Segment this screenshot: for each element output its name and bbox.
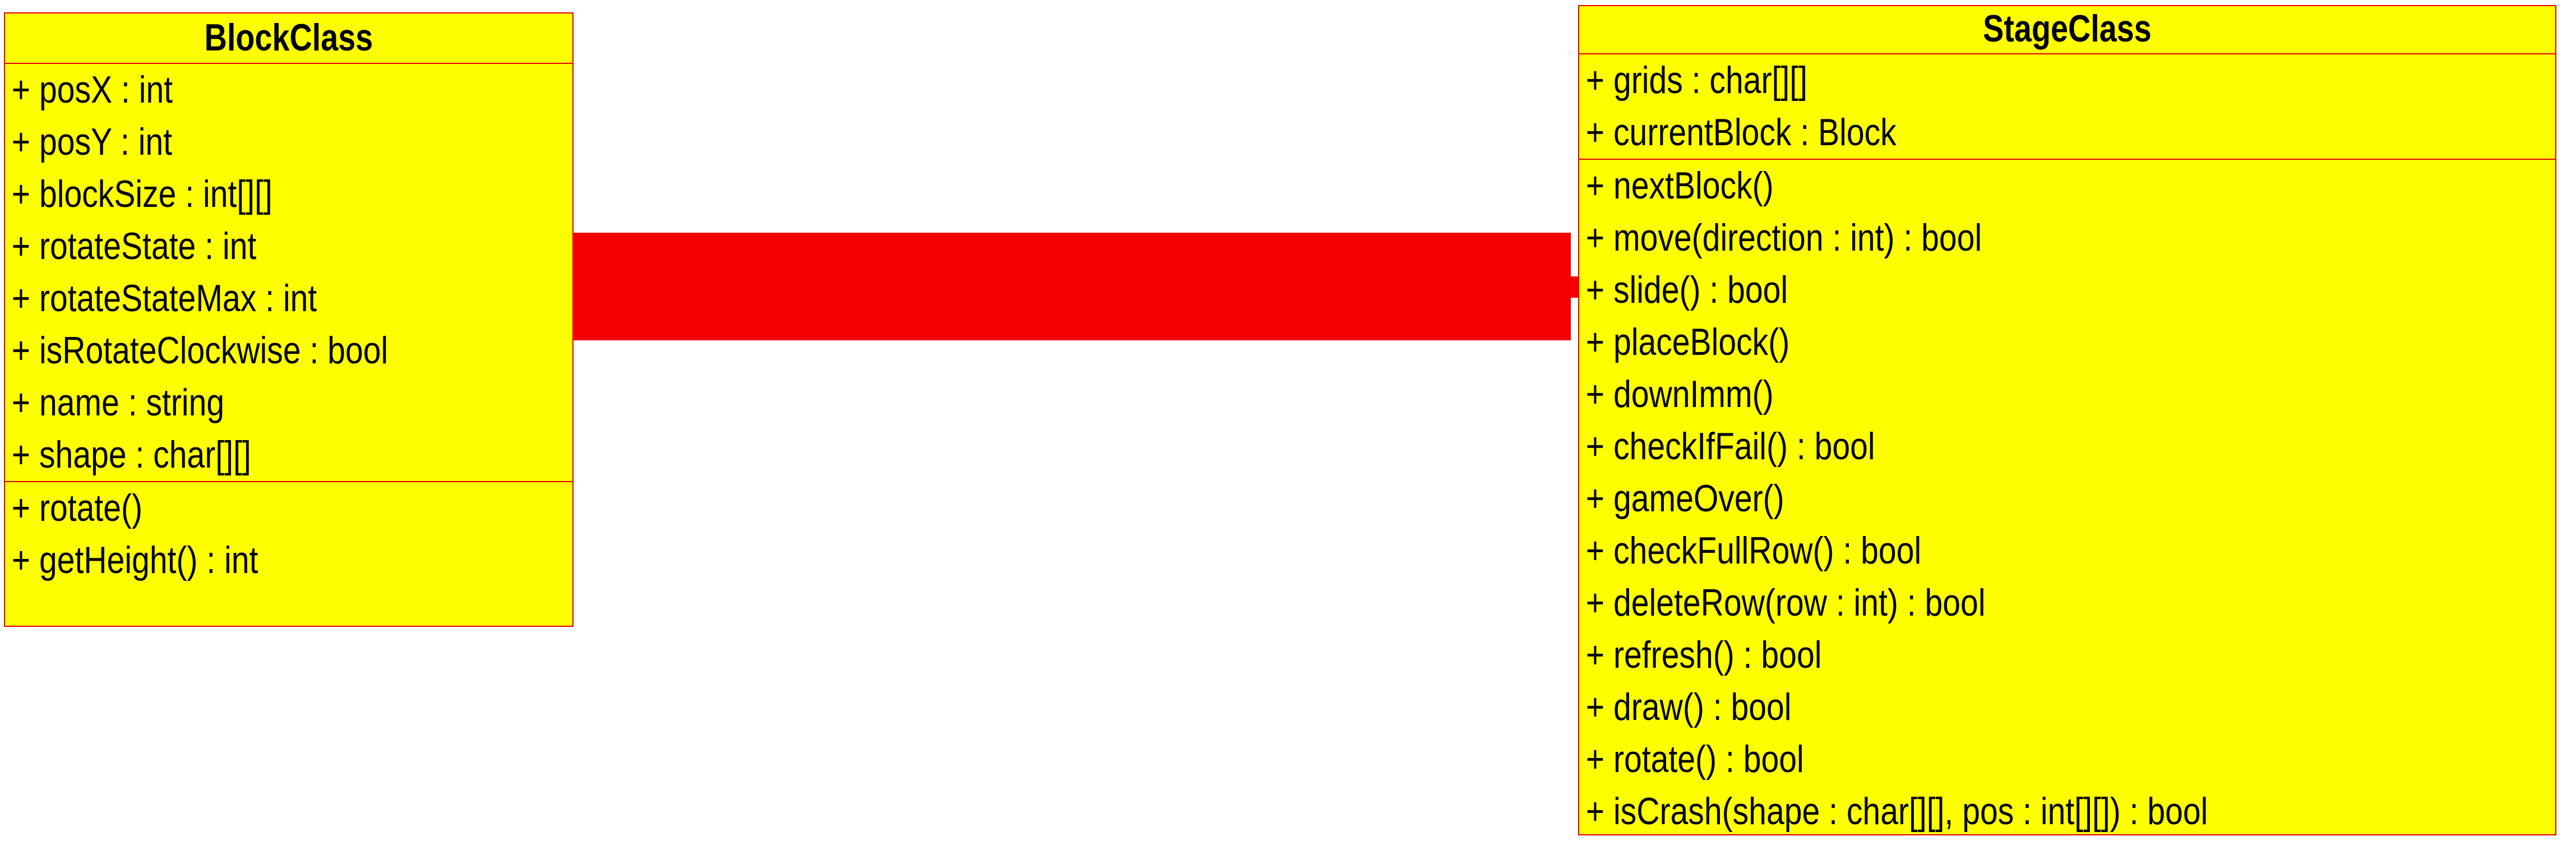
method-row: + refresh() : bool [1585,634,1822,676]
association-connector[interactable] [572,233,1571,340]
attributes-compartment-blockclass: + posX : int + posY : int + blockSize : … [5,64,572,481]
method-row: + draw() : bool [1585,686,1792,728]
class-divider-title-attributes [5,63,572,64]
class-divider-attributes-methods [5,481,572,482]
method-row: + move(direction : int) : bool [1585,216,1982,259]
method-row: + checkFullRow() : bool [1585,529,1922,572]
attribute-row: + currentBlock : Block [1585,111,1897,154]
attribute-row: + name : string [11,381,225,424]
attribute-row: + shape : char[][] [11,433,251,476]
method-row: + downImm() [1585,373,1774,415]
method-row: + checkIfFail() : bool [1585,425,1875,468]
method-row: + nextBlock() [1585,164,1774,207]
attribute-row: + isRotateClockwise : bool [11,329,389,372]
class-divider-attributes-methods [1579,159,2555,160]
method-row: + getHeight() : int [11,539,258,581]
class-box-stageclass[interactable]: StageClass + grids : char[][] + currentB… [1578,5,2556,835]
methods-compartment-stageclass: + nextBlock() + move(direction : int) : … [1579,160,2555,838]
method-row: + isCrash(shape : char[][], pos : int[][… [1585,790,2208,833]
method-row: + gameOver() [1585,477,1784,520]
class-divider-title-attributes [1579,53,2555,54]
attribute-row: + rotateStateMax : int [11,277,317,320]
class-title-stageclass: StageClass [1983,7,2152,50]
attribute-row: + blockSize : int[][] [11,173,272,215]
attribute-row: + posX : int [11,68,173,111]
method-row: + placeBlock() [1585,321,1790,363]
method-row: + slide() : bool [1585,269,1788,311]
class-title-blockclass: BlockClass [204,16,373,59]
class-box-blockclass[interactable]: BlockClass + posX : int + posY : int + b… [4,12,574,627]
method-row: + rotate() : bool [1585,738,1804,780]
attributes-compartment-stageclass: + grids : char[][] + currentBlock : Bloc… [1579,54,2555,159]
attribute-row: + rotateState : int [11,225,257,267]
method-row: + rotate() [11,487,143,529]
methods-compartment-blockclass: + rotate() + getHeight() : int [5,482,572,586]
attribute-row: + grids : char[][] [1585,59,1808,101]
association-connector-endpoint[interactable] [1569,276,1579,298]
attribute-row: + posY : int [11,121,173,163]
method-row: + deleteRow(row : int) : bool [1585,581,1986,624]
